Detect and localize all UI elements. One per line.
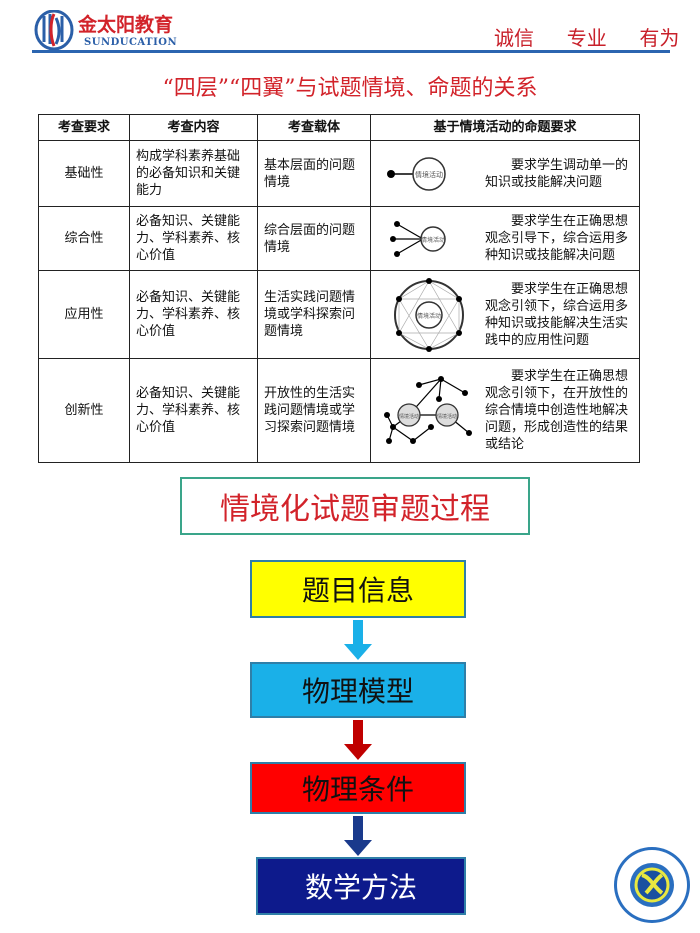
header-divider <box>32 50 670 53</box>
svg-text:情境活动: 情境活动 <box>399 413 419 420</box>
flow-step-physical-conditions: 物理条件 <box>250 762 466 814</box>
page-title: “四层”“四翼”与试题情境、命题的关系 <box>162 76 538 101</box>
table-header: 基于情境活动的命题要求 <box>370 114 640 141</box>
arrow-down-icon <box>344 620 372 660</box>
table-header: 考查载体 <box>257 114 371 141</box>
flow-step-math-method: 数学方法 <box>256 857 466 915</box>
svg-text:情境活动: 情境活动 <box>437 413 457 420</box>
flow-step-question-info: 题目信息 <box>250 560 466 618</box>
svg-text:情境活动: 情境活动 <box>415 170 443 179</box>
svg-text:情境活动: 情境活动 <box>417 312 441 320</box>
svg-text:情境活动: 情境活动 <box>421 236 445 244</box>
table-row: 基础性 构成学科素养基础的必备知识和关键能力 基本层面的问题情境 情境活动 要求… <box>38 140 640 207</box>
req-cell: 基础性 <box>38 140 130 207</box>
carrier-cell: 综合层面的问题情境 <box>257 206 371 271</box>
school-seal-logo <box>614 847 690 923</box>
content-cell: 必备知识、关键能力、学科素养、核心价值 <box>129 270 258 359</box>
relation-table: 考查要求 考查内容 考查载体 基于情境活动的命题要求 基础性 构成学科素养基础的… <box>38 114 640 463</box>
carrier-cell: 基本层面的问题情境 <box>257 140 371 207</box>
arrow-down-icon <box>344 720 372 760</box>
network-circle-diagram-icon: 情境活动 <box>394 277 464 352</box>
req-cell: 综合性 <box>38 206 130 271</box>
table-row: 创新性 必备知识、关键能力、学科素养、核心价值 开放性的生活实践问题情境或学习探… <box>38 358 640 463</box>
content-cell: 必备知识、关键能力、学科素养、核心价值 <box>129 206 258 271</box>
table-header: 考查要求 <box>38 114 130 141</box>
single-link-diagram-icon: 情境活动 <box>387 156 446 191</box>
table-row: 应用性 必备知识、关键能力、学科素养、核心价值 生活实践问题情境或学科探索问题情… <box>38 270 640 359</box>
flow-title: 情境化试题审题过程 <box>180 477 530 535</box>
demand-text: 要求学生在正确思想观念引领下，在开放性的综合情境中创造性地解决问题，形成创造性的… <box>485 369 629 452</box>
req-cell: 创新性 <box>38 358 130 463</box>
sunducation-logo-icon <box>34 10 74 50</box>
demand-text: 要求学生在正确思想观念引领下，综合运用多种知识或技能解决生活实践中的应用性问题 <box>485 281 629 348</box>
flow-step-physical-model: 物理模型 <box>250 662 466 718</box>
carrier-cell: 生活实践问题情境或学科探索问题情境 <box>257 270 371 359</box>
multi-link-diagram-icon: 情境活动 <box>390 220 446 257</box>
brand-name-en: SUNDUCATION <box>84 37 178 48</box>
content-cell: 构成学科素养基础的必备知识和关键能力 <box>129 140 258 207</box>
arrow-down-icon <box>344 816 372 856</box>
motto: 诚信 专业 有为 <box>494 26 680 50</box>
brand-name: 金太阳教育 <box>78 14 174 36</box>
demand-text: 要求学生调动单一的知识或技能解决问题 <box>485 157 629 190</box>
content-cell: 必备知识、关键能力、学科素养、核心价值 <box>129 358 258 463</box>
open-network-diagram-icon: 情境活动 情境活动 <box>384 375 472 444</box>
table-row: 综合性 必备知识、关键能力、学科素养、核心价值 综合层面的问题情境 情境活动 要… <box>38 206 640 271</box>
demand-text: 要求学生在正确思想观念引导下，综合运用多种知识或技能解决问题 <box>485 214 629 263</box>
table-header-row: 考查要求 考查内容 考查载体 基于情境活动的命题要求 <box>38 114 640 141</box>
table-header: 考查内容 <box>129 114 258 141</box>
carrier-cell: 开放性的生活实践问题情境或学习探索问题情境 <box>257 358 371 463</box>
req-cell: 应用性 <box>38 270 130 359</box>
